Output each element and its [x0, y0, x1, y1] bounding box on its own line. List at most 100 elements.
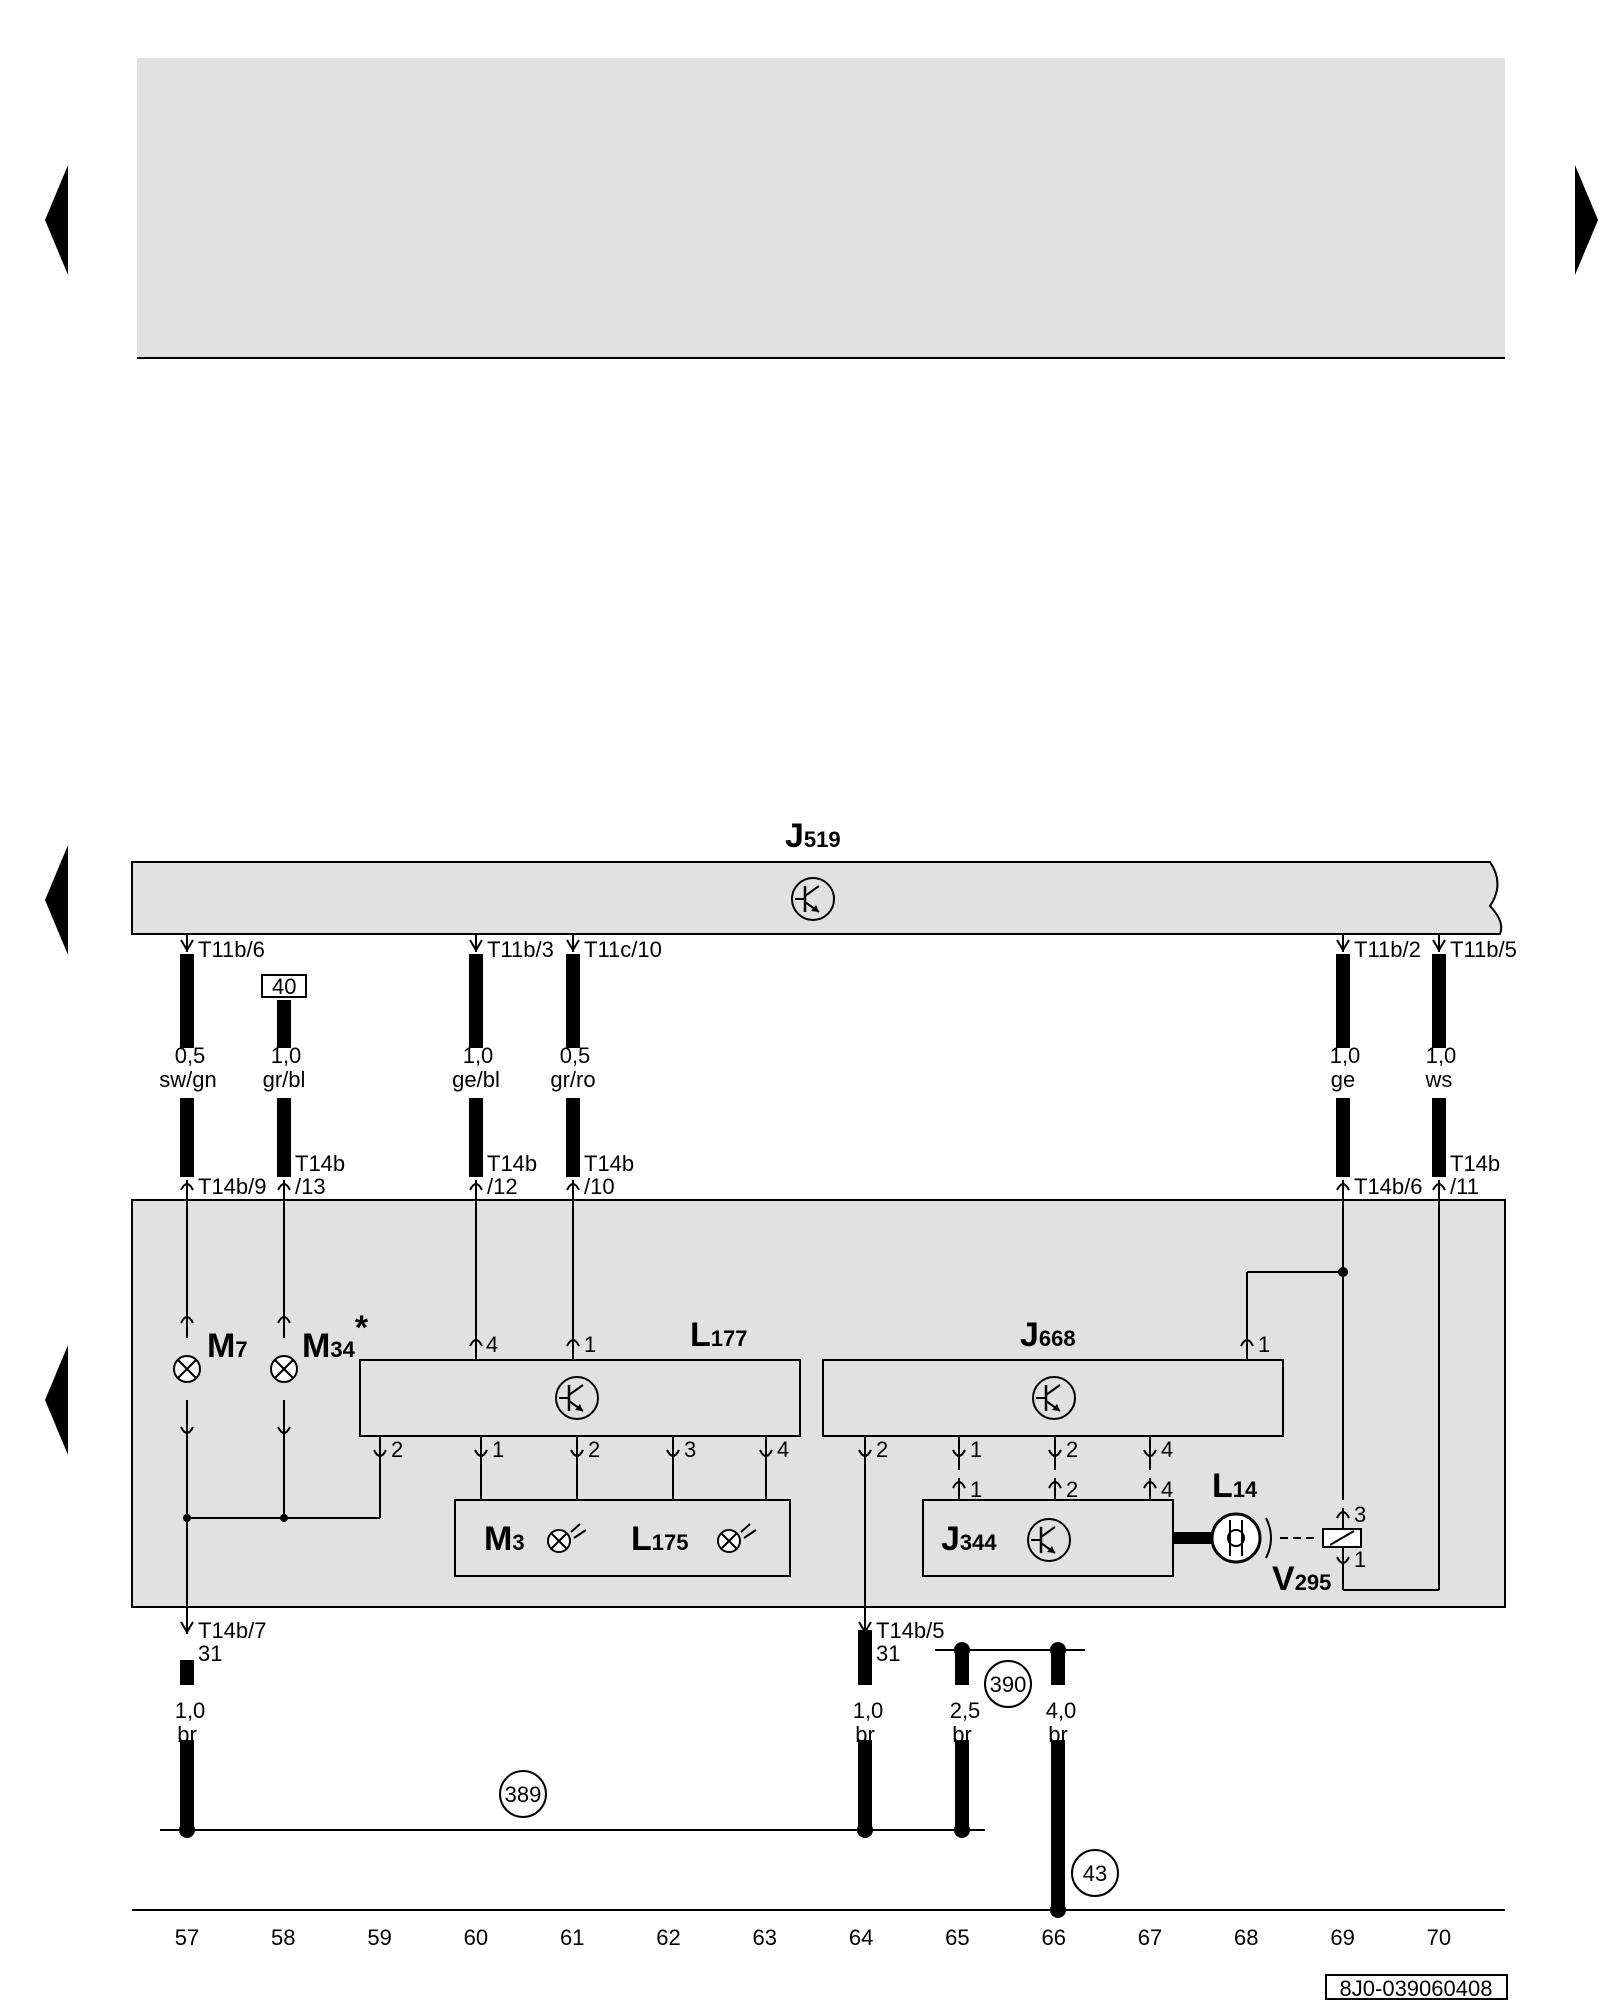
- wire-size: 4,0: [1046, 1698, 1077, 1723]
- pin: 4: [1161, 1437, 1173, 1462]
- l14-label: L14: [1212, 1467, 1258, 1505]
- pin: 1: [970, 1437, 982, 1462]
- m34-bulb-icon: [270, 1316, 298, 1434]
- pin: 3: [684, 1437, 696, 1462]
- l177-bottom-pins: [373, 1436, 773, 1460]
- wire-color: br: [855, 1722, 875, 1747]
- wire-size: 1,0: [1426, 1043, 1457, 1068]
- l175-label: L175: [631, 1520, 689, 1558]
- pin: 1: [584, 1332, 596, 1357]
- prev-sheet-arrow-icon[interactable]: [45, 1345, 68, 1455]
- t14b-connector-labels: T14b/9 T14b /13 T14b /12 T14b /10 T14b/6…: [198, 1151, 1500, 1199]
- m7-label: M7: [207, 1327, 248, 1365]
- wire-size: 1,0: [271, 1043, 302, 1068]
- m34-label: M34*: [302, 1309, 369, 1365]
- ref-box-40-label: 40: [272, 974, 296, 999]
- conn-t14b-13-b: /13: [295, 1174, 326, 1199]
- ground-wires: [160, 1607, 1085, 1918]
- track-number: 61: [560, 1925, 584, 1950]
- ground-point-389: 389: [499, 1770, 547, 1818]
- conn-t14b-12-a: T14b: [487, 1151, 537, 1176]
- j519-control-unit: [131, 861, 1503, 935]
- l177-module: [359, 1359, 801, 1437]
- page-code-box: [1325, 1974, 1508, 2000]
- terminal-31: 31: [198, 1641, 222, 1666]
- conn-t14b-11-a: T14b: [1450, 1151, 1500, 1176]
- ground-point-390: 390: [984, 1660, 1032, 1708]
- conn-t14b-7: T14b/7: [198, 1618, 267, 1643]
- page-code: 8J0-039060408: [1340, 1976, 1493, 2000]
- prev-section-arrow-icon[interactable]: [45, 845, 68, 955]
- ground-point-43: 43: [1071, 1849, 1119, 1897]
- j344-label: J344: [941, 1520, 997, 1558]
- conn-t11b-6: T11b/6: [198, 937, 265, 962]
- pin: 1: [970, 1477, 982, 1502]
- upper-wires: [180, 954, 1446, 1177]
- track-number: 68: [1234, 1925, 1258, 1950]
- j519-label: J519: [785, 817, 841, 855]
- pin: 2: [1066, 1477, 1078, 1502]
- l177-electronic-icon: [555, 1376, 599, 1420]
- pin: 1: [1258, 1332, 1270, 1357]
- next-page-arrow-icon[interactable]: [1575, 165, 1598, 275]
- j668-electronic-icon: [1032, 1376, 1076, 1420]
- wire-color: gr/ro: [550, 1067, 595, 1092]
- pin: 4: [1161, 1477, 1173, 1502]
- conn-t11b-5: T11b/5: [1450, 937, 1517, 962]
- wire-color: br: [952, 1722, 972, 1747]
- track-number: 58: [271, 1925, 295, 1950]
- prev-page-arrow-icon[interactable]: [45, 165, 68, 275]
- pin: 1: [492, 1437, 504, 1462]
- wire-size: 1,0: [175, 1698, 206, 1723]
- conn-t14b-10-a: T14b: [584, 1151, 634, 1176]
- conn-t11c-10: T11c/10: [584, 937, 662, 962]
- wire-size: 1,0: [1330, 1043, 1361, 1068]
- m3-lamp-icon: [547, 1523, 587, 1553]
- wire-color: sw/gn: [159, 1067, 216, 1092]
- connector-markers: [180, 934, 1446, 1200]
- track-number: 70: [1427, 1925, 1451, 1950]
- pin: 2: [1066, 1437, 1078, 1462]
- ground-point-43-label: 43: [1083, 1861, 1107, 1886]
- wire-size: 2,5: [950, 1698, 981, 1723]
- track-number: 66: [1041, 1925, 1065, 1950]
- l14-lamp-icon: [1210, 1512, 1272, 1564]
- conn-t14b-5: T14b/5: [876, 1618, 945, 1643]
- conn-t11b-2: T11b/2: [1354, 937, 1421, 962]
- ref-box-40: [261, 974, 307, 998]
- track-number: 64: [849, 1925, 873, 1950]
- v295-actuator-icon: [1322, 1508, 1362, 1567]
- wire-size: 1,0: [463, 1043, 494, 1068]
- l175-lamp-icon: [717, 1523, 757, 1553]
- j519-electronic-icon: [791, 877, 835, 921]
- track-number: 57: [175, 1925, 199, 1950]
- track-number: 59: [367, 1925, 391, 1950]
- wire-color: gr/bl: [263, 1067, 306, 1092]
- pin: 4: [777, 1437, 789, 1462]
- wire-size: 0,5: [175, 1043, 206, 1068]
- ground-point-390-label: 390: [990, 1672, 1027, 1697]
- track-number: 60: [464, 1925, 488, 1950]
- l177-label: L177: [690, 1316, 748, 1354]
- conn-t14b-13-a: T14b: [295, 1151, 345, 1176]
- conn-t14b-9: T14b/9: [198, 1174, 267, 1199]
- ground-point-389-label: 389: [505, 1782, 542, 1807]
- j344-module: [922, 1499, 1174, 1577]
- j668-label: J668: [1020, 1316, 1076, 1354]
- j668-module: [822, 1359, 1284, 1437]
- track-number: 67: [1138, 1925, 1162, 1950]
- wire-color: br: [1048, 1722, 1068, 1747]
- wire-color: ge: [1331, 1067, 1355, 1092]
- pin: 3: [1354, 1502, 1366, 1527]
- wire-size: 1,0: [853, 1698, 884, 1723]
- ground-wire-labels: 1,0 br 1,0 br 2,5 br 4,0 br: [175, 1698, 1077, 1747]
- conn-t11b-3: T11b/3: [487, 937, 554, 962]
- track-number: 63: [753, 1925, 777, 1950]
- track-number: 62: [656, 1925, 680, 1950]
- pin: 2: [876, 1437, 888, 1462]
- j519-connector-labels: T11b/6 T11b/3 T11c/10 T11b/2 T11b/5: [198, 937, 1517, 962]
- pin: 2: [391, 1437, 403, 1462]
- component-panel: [131, 1199, 1506, 1608]
